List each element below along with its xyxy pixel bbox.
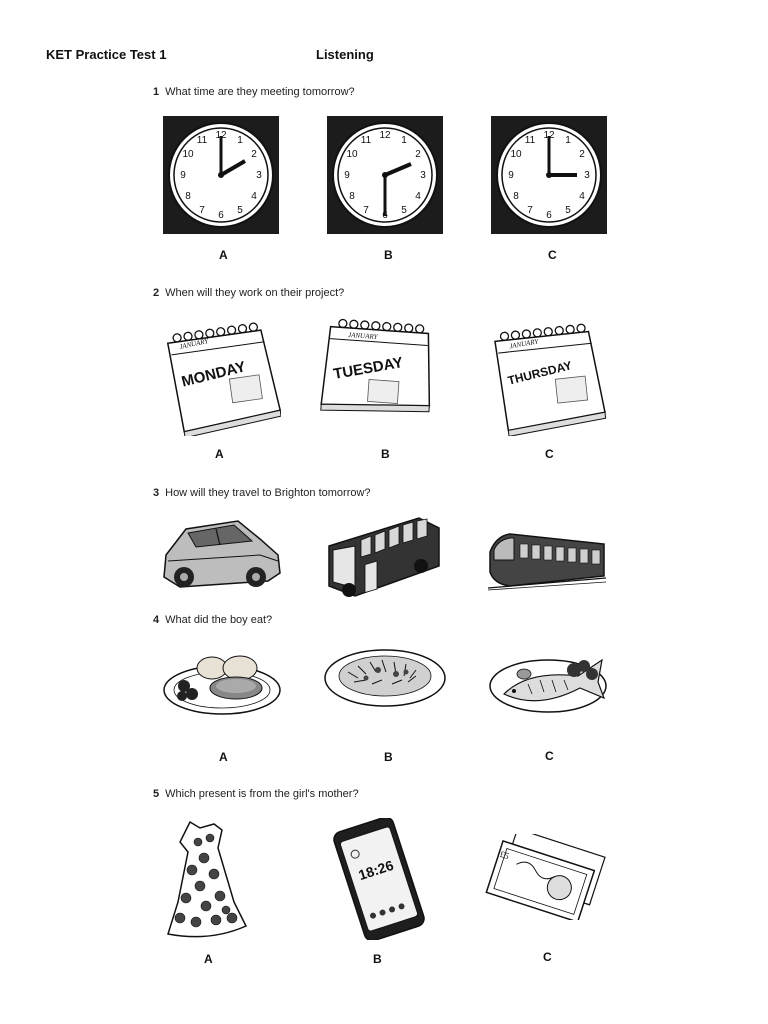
pasta-plate-icon[interactable] — [322, 644, 448, 708]
dress-icon[interactable] — [160, 818, 252, 942]
svg-text:5: 5 — [565, 205, 571, 216]
section-title: Listening — [316, 47, 374, 62]
calendar-thursday-icon[interactable]: JANUARY THURSDAY — [489, 318, 607, 436]
question-3: 3 How will they travel to Brighton tomorr… — [153, 487, 371, 499]
calendar-tuesday-icon[interactable]: JANUARY TUESDAY — [318, 316, 436, 416]
mobile-phone-icon[interactable]: 18:26 — [320, 818, 438, 940]
option-b-label[interactable]: B — [384, 750, 393, 764]
svg-text:6: 6 — [546, 210, 552, 221]
svg-text:3: 3 — [584, 170, 590, 181]
option-c-label[interactable]: C — [548, 248, 557, 262]
question-text: When will they work on their project? — [165, 287, 345, 299]
question-text: What time are they meeting tomorrow? — [165, 86, 355, 98]
svg-text:10: 10 — [182, 149, 194, 160]
svg-text:2: 2 — [579, 149, 585, 160]
svg-text:6: 6 — [218, 210, 224, 221]
svg-text:1: 1 — [237, 135, 243, 146]
question-number: 5 — [153, 788, 160, 800]
svg-text:7: 7 — [199, 205, 205, 216]
calendar-monday-icon[interactable]: JANUARY MONDAY — [163, 318, 281, 436]
question-5: 5 Which present is from the girl's mother… — [153, 788, 359, 800]
money-icon[interactable]: £5 — [484, 834, 608, 920]
svg-text:10: 10 — [510, 149, 522, 160]
svg-text:8: 8 — [185, 191, 191, 202]
svg-text:5: 5 — [237, 205, 243, 216]
svg-text:8: 8 — [513, 191, 519, 202]
svg-text:11: 11 — [361, 135, 372, 146]
option-a-label[interactable]: A — [215, 447, 224, 461]
option-c-label[interactable]: C — [545, 447, 554, 461]
question-number: 1 — [153, 86, 160, 98]
option-b-label[interactable]: B — [384, 248, 393, 262]
question-number: 3 — [153, 487, 160, 499]
svg-text:11: 11 — [197, 135, 208, 146]
svg-text:8: 8 — [349, 191, 355, 202]
question-number: 4 — [153, 614, 160, 626]
option-a-label[interactable]: A — [204, 952, 213, 966]
svg-text:9: 9 — [508, 170, 514, 181]
question-text: How will they travel to Brighton tomorro… — [165, 487, 371, 499]
potatoes-meat-plate-icon[interactable] — [160, 646, 284, 718]
question-2: 2 When will they work on their project? — [153, 287, 344, 299]
svg-text:12: 12 — [379, 130, 391, 141]
option-c-label[interactable]: C — [545, 749, 554, 763]
svg-text:1: 1 — [565, 135, 571, 146]
svg-text:1: 1 — [401, 135, 407, 146]
svg-text:10: 10 — [346, 149, 358, 160]
question-text: Which present is from the girl's mother? — [165, 788, 359, 800]
option-a-label[interactable]: A — [219, 750, 228, 764]
question-4: 4 What did the boy eat? — [153, 614, 272, 626]
car-icon[interactable] — [160, 515, 284, 601]
option-b-label[interactable]: B — [381, 447, 390, 461]
svg-text:5: 5 — [401, 205, 407, 216]
question-number: 2 — [153, 287, 160, 299]
svg-text:2: 2 — [251, 149, 257, 160]
option-b-label[interactable]: B — [373, 952, 382, 966]
svg-text:11: 11 — [525, 135, 536, 146]
test-title: KET Practice Test 1 — [46, 47, 167, 62]
svg-text:4: 4 — [579, 191, 585, 202]
svg-text:4: 4 — [415, 191, 421, 202]
svg-text:7: 7 — [527, 205, 533, 216]
fish-plate-icon[interactable] — [488, 648, 612, 714]
svg-text:3: 3 — [420, 170, 426, 181]
svg-text:3: 3 — [256, 170, 262, 181]
svg-text:2: 2 — [415, 149, 421, 160]
svg-text:4: 4 — [251, 191, 257, 202]
option-a-label[interactable]: A — [219, 248, 228, 262]
bus-icon[interactable] — [325, 516, 443, 600]
svg-text:12: 12 — [543, 130, 555, 141]
svg-text:12: 12 — [215, 130, 227, 141]
question-1: 1 What time are they meeting tomorrow? — [153, 86, 355, 98]
svg-text:9: 9 — [344, 170, 350, 181]
svg-text:9: 9 — [180, 170, 186, 181]
option-c-label[interactable]: C — [543, 950, 552, 964]
train-icon[interactable] — [488, 526, 606, 592]
question-text: What did the boy eat? — [165, 614, 273, 626]
svg-text:7: 7 — [363, 205, 369, 216]
